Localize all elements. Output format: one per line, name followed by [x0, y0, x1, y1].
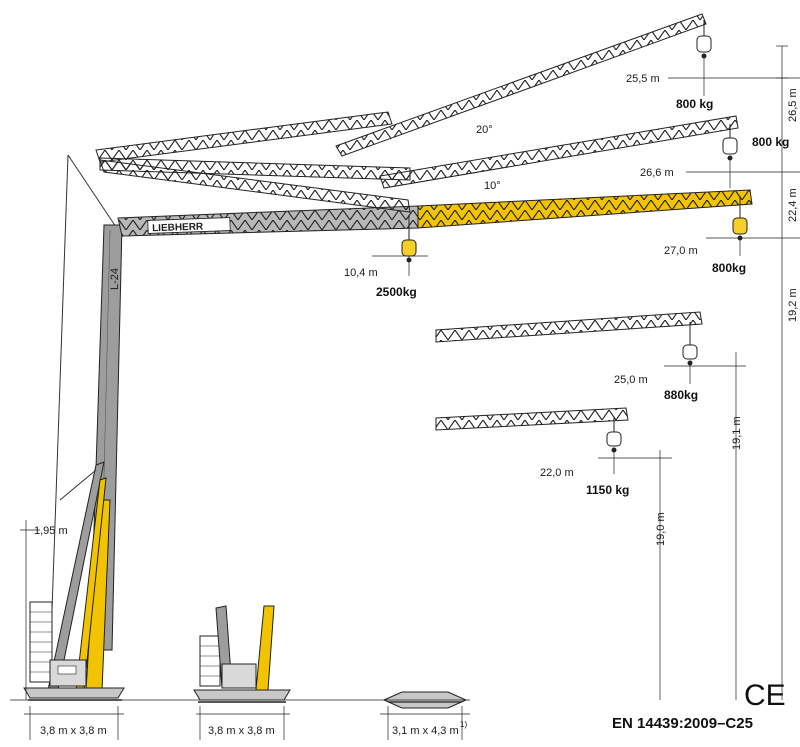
radius-10-4-label: 10,4 m [344, 267, 378, 279]
footprint-3-label: 3,1 m x 4,3 m [392, 725, 459, 737]
jib-10-deg [99, 115, 739, 189]
liebherr-logo: LIEBHERR [152, 221, 204, 234]
jib-20-deg [95, 13, 712, 163]
hook-block-25-5 [696, 20, 712, 59]
standard-label: EN 14439:2009–C25 [612, 715, 753, 732]
radius-27-0-label: 27,0 m [664, 245, 698, 257]
radius-25-0-label: 25,0 m [614, 374, 648, 386]
radius-25-5-label: 25,5 m [626, 73, 660, 85]
angle-10-label: 10° [484, 180, 501, 192]
footprint-2-label: 3,8 m x 3,8 m [208, 725, 275, 737]
jib-bracing [99, 159, 411, 213]
jib-22-0 [435, 407, 629, 453]
labels: 20° 10° 25,5 m 800 kg 26,6 m 800 kg 27,0… [34, 73, 799, 737]
height-19-0-label: 19,0 m [655, 512, 667, 546]
jib-25-0 [435, 311, 703, 366]
hook-block-27-0 [732, 196, 748, 241]
hook-block-25-0 [682, 322, 698, 366]
main-tower: L-24 [47, 154, 123, 691]
hook-block-22-0 [606, 418, 622, 453]
footprint-1-label: 3,8 m x 3,8 m [40, 725, 107, 737]
load-800kg-b: 800 kg [752, 135, 789, 149]
footprint-3-note: 1) [460, 720, 467, 729]
radius-26-6-label: 26,6 m [640, 167, 674, 179]
main-base [23, 601, 125, 701]
hook-block-26-6 [722, 124, 738, 161]
height-22-4-label: 22,4 m [787, 188, 799, 222]
angle-20-label: 20° [476, 124, 493, 136]
dimension-lines [10, 45, 800, 740]
main-jib: LIEBHERR [117, 189, 753, 263]
load-800kg-a: 800 kg [676, 97, 713, 111]
radius-22-0-label: 22,0 m [540, 467, 574, 479]
ballast-height-label: 1,95 m [34, 525, 68, 537]
load-880kg: 880kg [664, 388, 698, 402]
folded-crane-base [193, 605, 291, 703]
load-2500kg: 2500kg [376, 285, 417, 299]
load-1150kg: 1150 kg [586, 483, 629, 497]
height-26-5-label: 26,5 m [787, 88, 799, 122]
tower-mark: L-24 [109, 268, 121, 290]
ce-mark: CE [744, 679, 786, 712]
load-800kg-c: 800kg [712, 261, 746, 275]
height-19-2-label: 19,2 m [787, 288, 799, 322]
height-19-1-label: 19,1 m [731, 416, 743, 450]
